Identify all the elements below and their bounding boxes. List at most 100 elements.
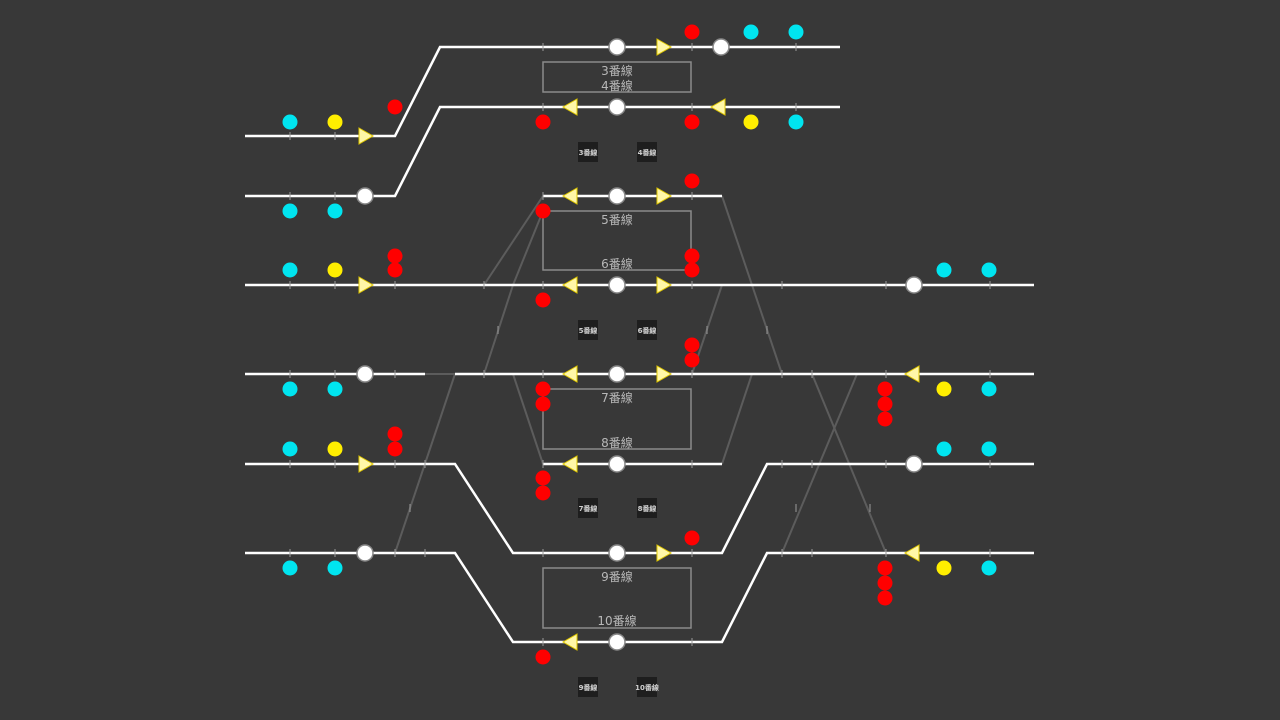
track-button-5[interactable]: 5番線 [578,320,598,340]
route-button-icon[interactable] [608,633,626,651]
signal-lamp-icon [981,262,997,278]
signal-lamp-icon [535,485,551,501]
crossover-line [512,210,544,286]
signal-lamp-icon [387,441,403,457]
track-button-7[interactable]: 7番線 [578,498,598,518]
platform-label-8: 8番線 [601,435,633,450]
route-button-icon[interactable] [356,365,374,383]
track-button-label: 8番線 [638,504,657,513]
signal-lamp-icon [327,560,343,576]
track-button-10[interactable]: 10番線 [635,677,659,697]
signal-lamp-icon [936,262,952,278]
track-button-label: 5番線 [579,326,598,335]
signal-lamp-icon [981,441,997,457]
direction-arrow-icon [358,127,375,145]
route-button-icon[interactable] [608,544,626,562]
route-button-icon[interactable] [712,38,730,56]
signal-lamp-icon [327,441,343,457]
track-line [245,45,840,138]
direction-arrow-icon [656,365,673,383]
platform-5-6: 5番線 6番線 [542,210,692,271]
signal-lamp-icon [684,337,700,353]
signal-lamp-icon [327,203,343,219]
direction-arrow-icon [561,633,578,651]
route-button-icon[interactable] [608,38,626,56]
signal-lamp-icon [387,99,403,115]
route-button-icon[interactable] [356,544,374,562]
signal-lamp-icon [877,560,893,576]
track-button-3[interactable]: 3番線 [578,142,598,162]
signal-lamp-icon [535,649,551,665]
track-section-ticks [289,43,991,646]
signal-lamp-icon [743,24,759,40]
route-button-icon[interactable] [356,187,374,205]
route-button-icon[interactable] [608,98,626,116]
platform-outline [542,567,692,629]
track-button-6[interactable]: 6番線 [637,320,657,340]
platform-7-8: 7番線 8番線 [542,388,692,450]
platform-label-6: 6番線 [601,256,633,271]
route-button-icon[interactable] [608,365,626,383]
direction-arrows [358,38,920,651]
route-button-icon[interactable] [608,276,626,294]
crossover-line [483,195,544,286]
signal-lamp-icon [684,24,700,40]
signal-lamp-icon [684,248,700,264]
track-button-label: 7番線 [579,504,598,513]
signal-lamp-icon [387,248,403,264]
direction-arrow-icon [561,365,578,383]
signal-lamp-icon [936,560,952,576]
signal-lamp-icon [327,262,343,278]
signal-lamp-icon [535,381,551,397]
direction-arrow-icon [358,455,375,473]
platform-label-4: 4番線 [601,78,633,93]
signal-lamp-icon [535,396,551,412]
signal-lamp-icon [877,381,893,397]
track-button-8[interactable]: 8番線 [637,498,657,518]
signal-lamp-icon [684,114,700,130]
route-button-icon[interactable] [608,187,626,205]
direction-arrow-icon [561,187,578,205]
signal-lamp-icon [788,114,804,130]
signal-lamp-icon [936,441,952,457]
signal-lamp-icon [877,411,893,427]
track-button-label: 3番線 [579,148,598,157]
signal-lamp-icon [936,381,952,397]
platform-3-4: 3番線 4番線 [542,61,692,93]
signal-lamp-icon [282,560,298,576]
track-button-label: 4番線 [638,148,657,157]
route-buttons[interactable] [356,38,923,651]
signal-lamp-icon [535,203,551,219]
platform-label-10: 10番線 [597,613,636,628]
route-button-icon[interactable] [905,276,923,294]
signal-lamp-icon [788,24,804,40]
signal-lamp-icon [387,262,403,278]
track-button-label: 6番線 [638,326,657,335]
direction-arrow-icon [561,455,578,473]
signal-lamp-icon [877,396,893,412]
signal-lamp-icon [877,590,893,606]
crossover-line [394,418,441,554]
signal-lamp-icon [327,381,343,397]
track-button-4[interactable]: 4番線 [637,142,657,162]
direction-arrow-icon [656,187,673,205]
route-button-icon[interactable] [905,455,923,473]
track-button-9[interactable]: 9番線 [578,677,598,697]
signal-lamp-icon [981,560,997,576]
crossover-line [439,373,456,420]
signal-lamp-icon [282,381,298,397]
route-button-icon[interactable] [608,455,626,473]
signal-lamp-icon [684,530,700,546]
direction-arrow-icon [358,276,375,294]
direction-arrow-icon [656,544,673,562]
platform-outline [542,388,692,450]
track-line [245,105,840,198]
platform-9-10: 9番線 10番線 [542,567,692,629]
track-button-label: 9番線 [579,683,598,692]
platform-label-5: 5番線 [601,212,633,227]
crossover-line [512,373,544,465]
direction-arrow-icon [561,98,578,116]
signal-lamp-icon [684,262,700,278]
signal-lamp-icon [684,352,700,368]
platform-outline [542,210,692,271]
